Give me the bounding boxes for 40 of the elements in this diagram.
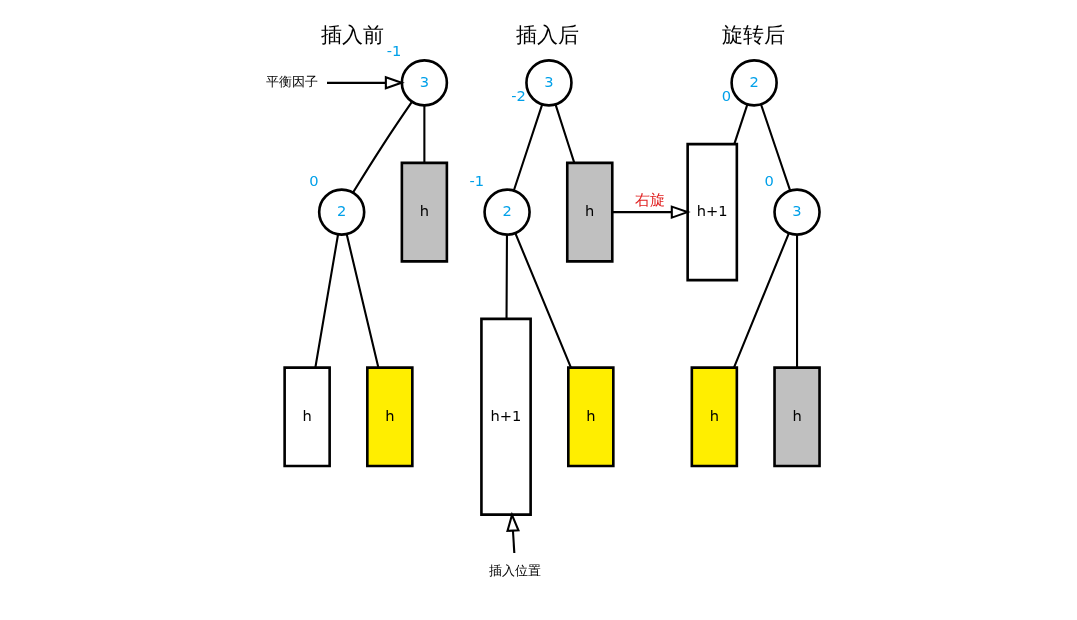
connector xyxy=(732,232,790,368)
edge-label: 右旋 xyxy=(634,191,665,209)
node-box: h xyxy=(566,366,615,468)
node-text: 插入位置 xyxy=(488,563,541,579)
node-box: h+1 xyxy=(685,142,738,282)
arrow xyxy=(326,75,405,90)
node-box: h xyxy=(282,366,331,468)
node-label: 0 xyxy=(721,87,731,105)
connector xyxy=(345,233,379,368)
node-box: h xyxy=(690,366,738,468)
node-circle: 2 xyxy=(729,59,778,107)
node-label: -2 xyxy=(510,87,526,105)
node-circle: 3 xyxy=(400,59,448,107)
connector xyxy=(422,105,425,163)
node-label: -1 xyxy=(468,171,484,189)
connector xyxy=(313,234,339,368)
label: 插入前 xyxy=(320,22,384,47)
arrow xyxy=(612,205,691,220)
node-label: -1 xyxy=(386,42,401,60)
node-box: h+1 xyxy=(479,317,532,516)
connector xyxy=(351,101,413,194)
connector xyxy=(513,232,572,368)
node-box: h xyxy=(365,366,414,468)
node-label: 0 xyxy=(764,171,774,189)
node-box: h xyxy=(772,366,821,468)
arrow xyxy=(505,511,520,554)
connector xyxy=(795,234,798,368)
node-text: 平衡因子 xyxy=(265,74,318,90)
connector xyxy=(512,104,543,191)
node-label: 0 xyxy=(308,171,319,189)
node-box: h xyxy=(400,161,448,263)
node-circle: 3 xyxy=(772,188,821,236)
node-circle: 2 xyxy=(317,188,365,236)
connector xyxy=(554,104,575,164)
connector xyxy=(732,104,748,145)
connector xyxy=(505,234,508,319)
connector xyxy=(759,104,791,192)
node-box: h xyxy=(565,161,614,263)
node-circle: 2 xyxy=(482,188,531,236)
node-circle: 3 xyxy=(524,59,573,107)
